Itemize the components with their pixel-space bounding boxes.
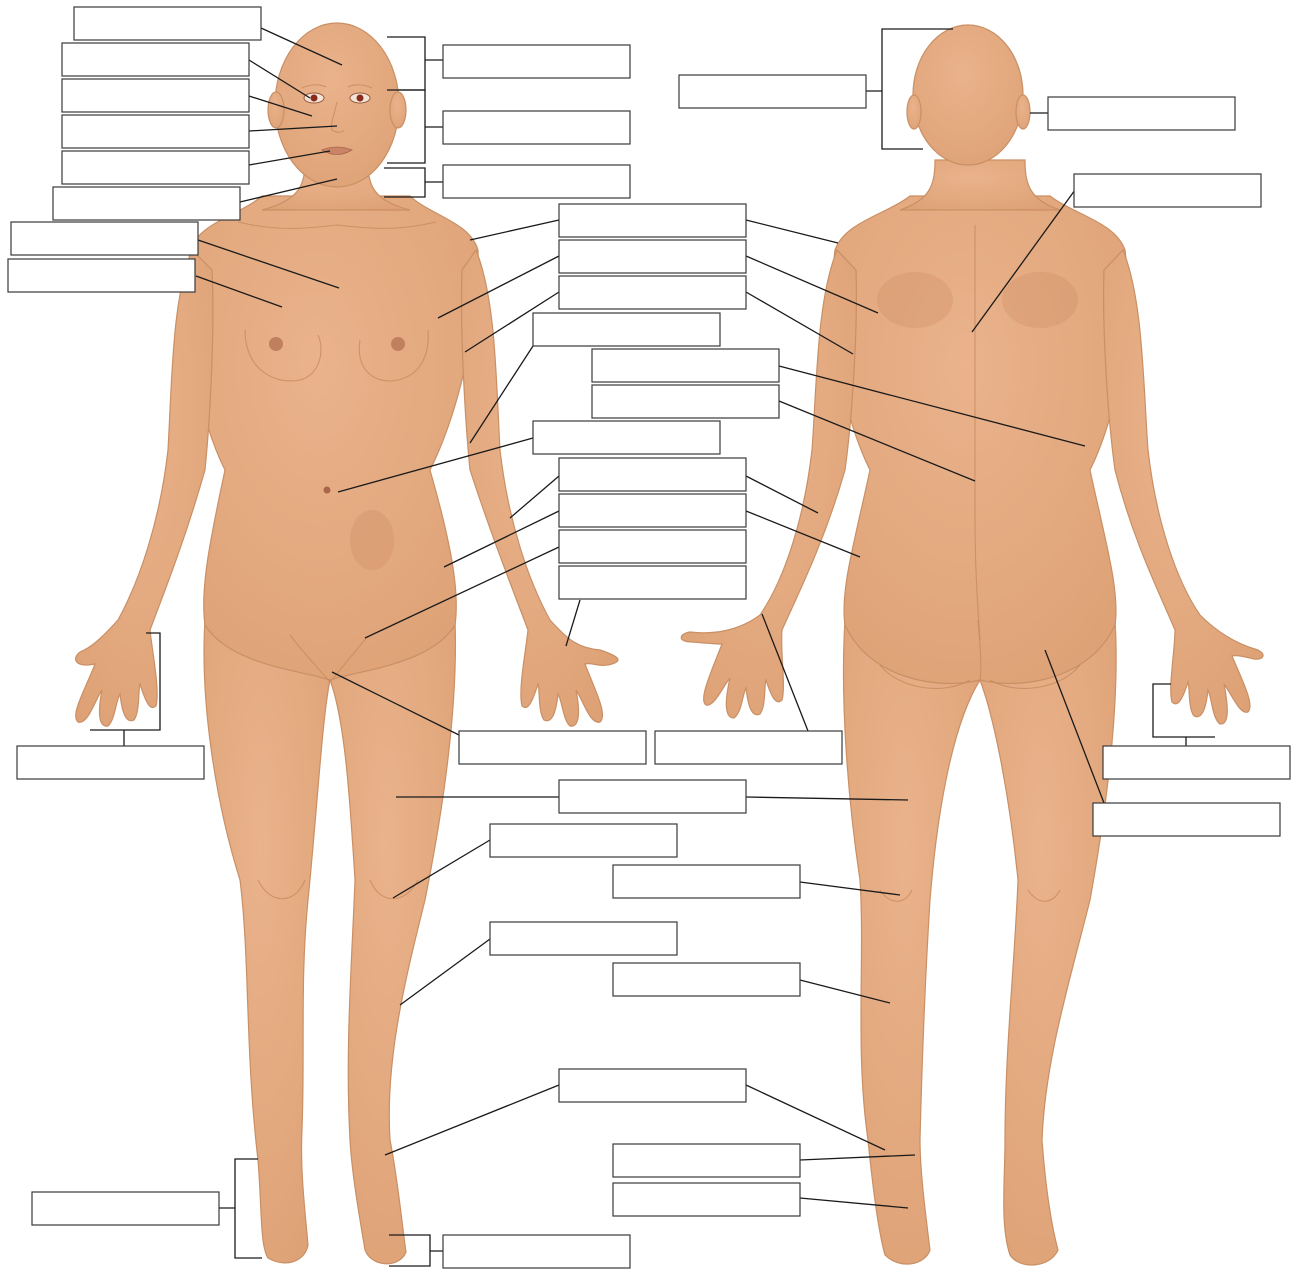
leader-line (385, 1085, 559, 1155)
label-box[interactable] (443, 111, 630, 144)
label-box[interactable] (559, 458, 746, 491)
label-box[interactable] (443, 165, 630, 198)
posterior-left-ear (907, 95, 921, 129)
posterior-shoulder-blade-left (877, 272, 953, 328)
label-box[interactable] (592, 349, 779, 382)
anterior-navel (324, 487, 331, 494)
leader-line (470, 220, 559, 240)
label-box[interactable] (62, 151, 249, 184)
label-box[interactable] (613, 1183, 800, 1216)
label-box[interactable] (8, 259, 195, 292)
label-box[interactable] (679, 75, 866, 108)
label-box[interactable] (1103, 746, 1290, 779)
label-box[interactable] (613, 1144, 800, 1177)
label-box[interactable] (443, 1235, 630, 1268)
anterior-right-ear (390, 92, 406, 128)
anterior-left-ear (268, 92, 284, 128)
label-box[interactable] (559, 276, 746, 309)
anterior-left-nipple (269, 337, 283, 351)
posterior-head (913, 25, 1023, 165)
label-box[interactable] (62, 43, 249, 76)
label-box[interactable] (490, 922, 677, 955)
label-box[interactable] (1048, 97, 1235, 130)
label-box[interactable] (62, 79, 249, 112)
posterior-right-arm (1104, 250, 1263, 724)
label-box[interactable] (559, 204, 746, 237)
anterior-left-arm (76, 250, 213, 726)
label-box[interactable] (559, 780, 746, 813)
label-box[interactable] (1074, 174, 1261, 207)
posterior-figure (681, 25, 1263, 1265)
label-box[interactable] (32, 1192, 219, 1225)
label-box[interactable] (53, 187, 240, 220)
bracket (384, 168, 443, 197)
leader-line (510, 476, 559, 518)
label-box[interactable] (459, 731, 646, 764)
anterior-abdomen-shade (350, 510, 394, 570)
label-box[interactable] (443, 45, 630, 78)
label-box[interactable] (559, 566, 746, 599)
label-box[interactable] (533, 313, 720, 346)
leader-line (746, 220, 838, 243)
anterior-left-iris (311, 95, 318, 102)
label-box[interactable] (62, 115, 249, 148)
label-box[interactable] (559, 240, 746, 273)
posterior-torso (832, 196, 1127, 683)
posterior-neck (900, 160, 1060, 210)
anterior-left-leg (204, 620, 330, 1263)
anterior-right-iris (357, 95, 364, 102)
anterior-right-leg (330, 620, 455, 1264)
posterior-right-leg (980, 620, 1116, 1265)
label-box[interactable] (17, 746, 204, 779)
label-box[interactable] (559, 530, 746, 563)
label-box[interactable] (490, 824, 677, 857)
label-box[interactable] (559, 494, 746, 527)
label-box[interactable] (74, 7, 261, 40)
label-box[interactable] (11, 222, 198, 255)
label-box[interactable] (592, 385, 779, 418)
bracket (219, 1159, 262, 1258)
posterior-right-ear (1016, 95, 1030, 129)
label-box[interactable] (613, 963, 800, 996)
leader-line (566, 600, 580, 646)
posterior-shoulder-blade-right (1002, 272, 1078, 328)
label-box[interactable] (1093, 803, 1280, 836)
posterior-left-leg (843, 620, 980, 1264)
label-box[interactable] (655, 731, 842, 764)
anterior-head (275, 23, 399, 187)
anterior-torso (187, 196, 478, 680)
label-box[interactable] (533, 421, 720, 454)
label-box[interactable] (613, 865, 800, 898)
label-box[interactable] (559, 1069, 746, 1102)
anterior-right-nipple (391, 337, 405, 351)
